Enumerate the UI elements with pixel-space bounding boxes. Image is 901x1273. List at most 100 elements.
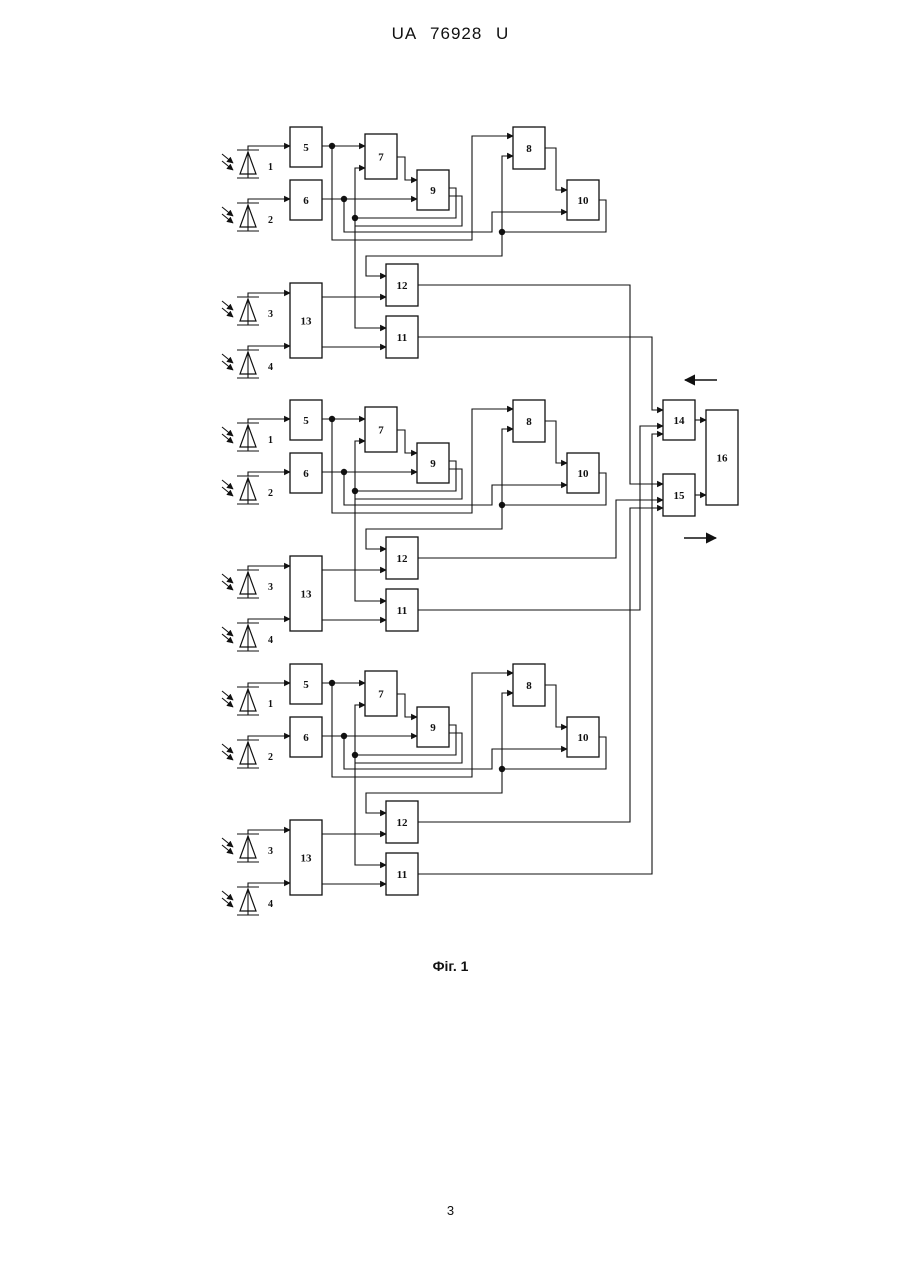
sensor-label: 4 [268, 362, 273, 373]
block-5: 5 [290, 127, 322, 167]
connection-line [248, 566, 290, 570]
sensor-group-3: 12345679810131211 [222, 664, 606, 915]
photodiode-icon: 1 [222, 687, 273, 715]
block-7: 7 [365, 407, 397, 452]
connection-line [248, 199, 290, 203]
block-6-label: 6 [303, 468, 309, 480]
photodiode-icon: 2 [222, 476, 273, 504]
connection-line [248, 830, 290, 834]
block-11: 11 [386, 589, 418, 631]
sensor-label: 3 [268, 846, 273, 857]
block-13: 13 [290, 556, 322, 631]
block-9: 9 [417, 170, 449, 210]
photodiode-icon: 3 [222, 297, 273, 325]
connection-line [355, 705, 365, 755]
block-13: 13 [290, 283, 322, 358]
block-12: 12 [386, 801, 418, 843]
block-6: 6 [290, 717, 322, 757]
block-5: 5 [290, 664, 322, 704]
connection-line [355, 168, 365, 218]
block-9: 9 [417, 707, 449, 747]
photodiode-icon: 1 [222, 423, 273, 451]
photodiode-icon: 3 [222, 834, 273, 862]
photodiode-icon: 4 [222, 623, 273, 651]
connection-line [545, 148, 567, 190]
photodiode-icon: 4 [222, 350, 273, 378]
connection-line [502, 693, 513, 769]
block-8: 8 [513, 127, 545, 169]
block-5: 5 [290, 400, 322, 440]
connection-line [248, 472, 290, 476]
block-10-label: 10 [578, 195, 590, 207]
block-7-label: 7 [378, 152, 384, 164]
photodiode-icon: 1 [222, 150, 273, 178]
block-7-label: 7 [378, 689, 384, 701]
connection-line [355, 441, 365, 491]
block-7: 7 [365, 671, 397, 716]
block-7: 7 [365, 134, 397, 179]
connection-line [502, 156, 513, 232]
block-13-label: 13 [301, 589, 313, 601]
connection-line [355, 491, 386, 601]
block-10-label: 10 [578, 468, 590, 480]
block-9-label: 9 [430, 458, 436, 470]
block-13-label: 13 [301, 853, 313, 865]
block-11-label: 11 [397, 605, 407, 617]
block-11: 11 [386, 316, 418, 358]
connection-line [248, 293, 290, 297]
block-11-label: 11 [397, 869, 407, 881]
connection-line [545, 685, 567, 727]
connection-line [355, 755, 386, 865]
block-14: 14 [663, 400, 695, 440]
block-16-label: 16 [717, 453, 729, 465]
block-8: 8 [513, 400, 545, 442]
sensor-group-2: 12345679810131211 [222, 400, 606, 651]
photodiode-icon: 4 [222, 887, 273, 915]
block-10: 10 [567, 717, 599, 757]
page-number: 3 [0, 1203, 901, 1218]
sensor-label: 4 [268, 635, 273, 646]
block-9-label: 9 [430, 722, 436, 734]
connection-line [248, 736, 290, 740]
sensor-label: 2 [268, 488, 273, 499]
sensor-label: 4 [268, 899, 273, 910]
block-12: 12 [386, 537, 418, 579]
block-12-label: 12 [397, 817, 409, 829]
connection-line [248, 619, 290, 623]
block-6-label: 6 [303, 195, 309, 207]
photodiode-icon: 2 [222, 203, 273, 231]
photodiode-icon: 2 [222, 740, 273, 768]
block-8-label: 8 [526, 416, 532, 428]
block-12: 12 [386, 264, 418, 306]
block-13-label: 13 [301, 316, 313, 328]
block-6-label: 6 [303, 732, 309, 744]
block-5-label: 5 [303, 679, 309, 691]
sensor-group-1: 12345679810131211 [222, 127, 606, 378]
sensor-label: 1 [268, 699, 273, 710]
connection-line [248, 346, 290, 350]
block-11-label: 11 [397, 332, 407, 344]
photodiode-icon: 3 [222, 570, 273, 598]
connection-line [545, 421, 567, 463]
block-12-label: 12 [397, 280, 409, 292]
sensor-label: 1 [268, 162, 273, 173]
block-6: 6 [290, 180, 322, 220]
block-6: 6 [290, 453, 322, 493]
block-10-label: 10 [578, 732, 590, 744]
block-8-label: 8 [526, 143, 532, 155]
connection-line [397, 694, 417, 717]
block-7-label: 7 [378, 425, 384, 437]
block-8-label: 8 [526, 680, 532, 692]
block-8: 8 [513, 664, 545, 706]
shared-section: 141516 [418, 285, 738, 874]
connection-line [248, 419, 290, 423]
connection-line [248, 146, 290, 150]
connection-line [418, 426, 663, 610]
block-9-label: 9 [430, 185, 436, 197]
connection-line [418, 285, 663, 484]
block-9: 9 [417, 443, 449, 483]
connection-line [355, 218, 386, 328]
block-5-label: 5 [303, 415, 309, 427]
sensor-label: 1 [268, 435, 273, 446]
